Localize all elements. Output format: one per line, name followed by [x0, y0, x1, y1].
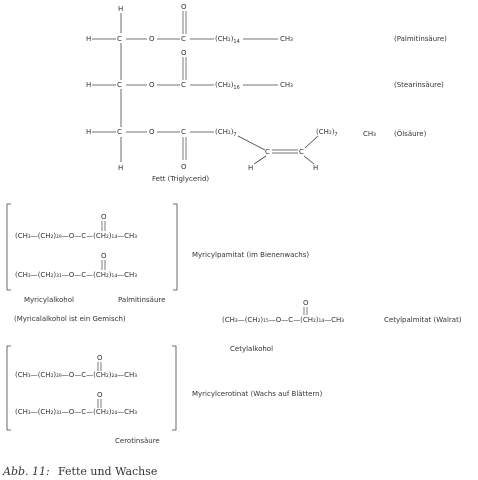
- myr-row2-carbonyl-oxygen: O: [101, 252, 107, 260]
- top-hydrogen: H: [118, 5, 123, 13]
- myricylalkohol-note: (Myricalalkohol ist ein Gemisch): [14, 315, 126, 323]
- cer-row2-formula: (CH₃—(CH₂)₃₁—O—C—(CH₂)₂₄—CH₃: [15, 408, 137, 416]
- left-bracket: [6, 203, 11, 291]
- row2-carbonyl-carbon: C: [181, 81, 186, 89]
- row3-methyl: CH₃: [363, 130, 376, 138]
- cer-row1-carbonyl-oxygen: O: [97, 354, 103, 362]
- row2-carbon: C: [117, 81, 122, 89]
- label-stearic-acid: (Stearinsäure): [394, 81, 444, 89]
- myricylalkohol-label: Myricylalkohol: [24, 296, 74, 304]
- cer-row2-carbonyl-oxygen: O: [97, 391, 103, 399]
- cerotinsaeure-label: Cerotinsäure: [115, 437, 160, 445]
- triglyceride-structure: H H H C O C O (CH₂)14 CH₃ (Palmitinsäure…: [86, 3, 447, 183]
- myr-row1-carbonyl-oxygen: O: [101, 213, 107, 221]
- row3-chain-end: (CH₂)7: [316, 128, 338, 138]
- left-bracket: [6, 345, 11, 431]
- alkene-carbon-left: C: [265, 148, 270, 156]
- figure-number: Abb. 11:: [2, 465, 50, 478]
- cer-row1-formula: (CH₃—(CH₂)₂₉—O—C—(CH₂)₂₄—CH₃: [15, 371, 137, 379]
- triglyceride-caption: Fett (Triglycerid): [152, 175, 209, 183]
- alkene-hydrogen-left: H: [248, 164, 253, 172]
- label-oleic-acid: (Ölsäure): [394, 129, 427, 138]
- row2-carbonyl-oxygen: O: [181, 49, 187, 57]
- cetylpalmitat-label: Cetylpalmitat (Walrat): [384, 316, 462, 324]
- label-palmitic-acid: (Palmitinsäure): [394, 35, 447, 43]
- myr-row2-formula: (CH₃—(CH₂)₃₁—O—C—(CH₂)₁₄—CH₃: [15, 271, 137, 279]
- row1-carbon: C: [117, 35, 122, 43]
- bottom-hydrogen: H: [118, 164, 123, 172]
- right-bracket: [172, 345, 177, 431]
- row1-carbonyl-carbon: C: [181, 35, 186, 43]
- figure-title: Fette und Wachse: [58, 465, 157, 478]
- cetylalkohol-label: Cetylalkohol: [230, 345, 273, 353]
- row2-oxygen: O: [149, 81, 155, 89]
- myricylpalmitat-label: Myricylpamitat (im Bienenwachs): [192, 251, 309, 259]
- row3-hydrogen: H: [86, 128, 91, 136]
- alkene-carbon-right: C: [299, 148, 304, 156]
- myr-row1-formula: (CH₃—(CH₂)₂₉—O—C—(CH₂)₁₄—CH₃: [15, 232, 137, 240]
- row1-carbonyl-oxygen: O: [181, 3, 187, 11]
- row1-chain: (CH₂)14: [215, 35, 240, 45]
- myricylcerotinat-block: O (CH₃—(CH₂)₂₉—O—C—(CH₂)₂₄—CH₃ O (CH₃—(C…: [6, 345, 323, 445]
- row2-methyl: CH₃: [280, 81, 293, 89]
- cetyl-carbonyl-oxygen: O: [303, 299, 309, 307]
- alkene-hydrogen-right: H: [313, 164, 318, 172]
- row3-chain-start: (CH₂)7: [215, 128, 237, 138]
- row1-oxygen: O: [149, 35, 155, 43]
- palmitinsaeure-label: Palmitinsäure: [118, 296, 165, 304]
- row1-methyl: CH₃: [280, 35, 293, 43]
- row3-carbonyl-oxygen: O: [181, 163, 187, 171]
- myricylcerotinat-label: Myricylcerotinat (Wachs auf Blättern): [192, 390, 323, 398]
- row3-carbonyl-carbon: C: [181, 128, 186, 136]
- row2-hydrogen: H: [86, 81, 91, 89]
- myricylpalmitat-block: O (CH₃—(CH₂)₂₉—O—C—(CH₂)₁₄—CH₃ O (CH₃—(C…: [6, 203, 309, 323]
- row2-chain: (CH₂)16: [215, 81, 240, 91]
- right-bracket: [173, 203, 178, 291]
- row3-oxygen: O: [149, 128, 155, 136]
- cetylpalmitat-block: O (CH₃—(CH₂)₁₅—O—C—(CH₂)₁₄—CH₃ Cetylpalm…: [222, 299, 462, 353]
- row1-hydrogen: H: [86, 35, 91, 43]
- cetylpalmitat-formula: (CH₃—(CH₂)₁₅—O—C—(CH₂)₁₄—CH₃: [222, 316, 344, 324]
- row3-carbon: C: [117, 128, 122, 136]
